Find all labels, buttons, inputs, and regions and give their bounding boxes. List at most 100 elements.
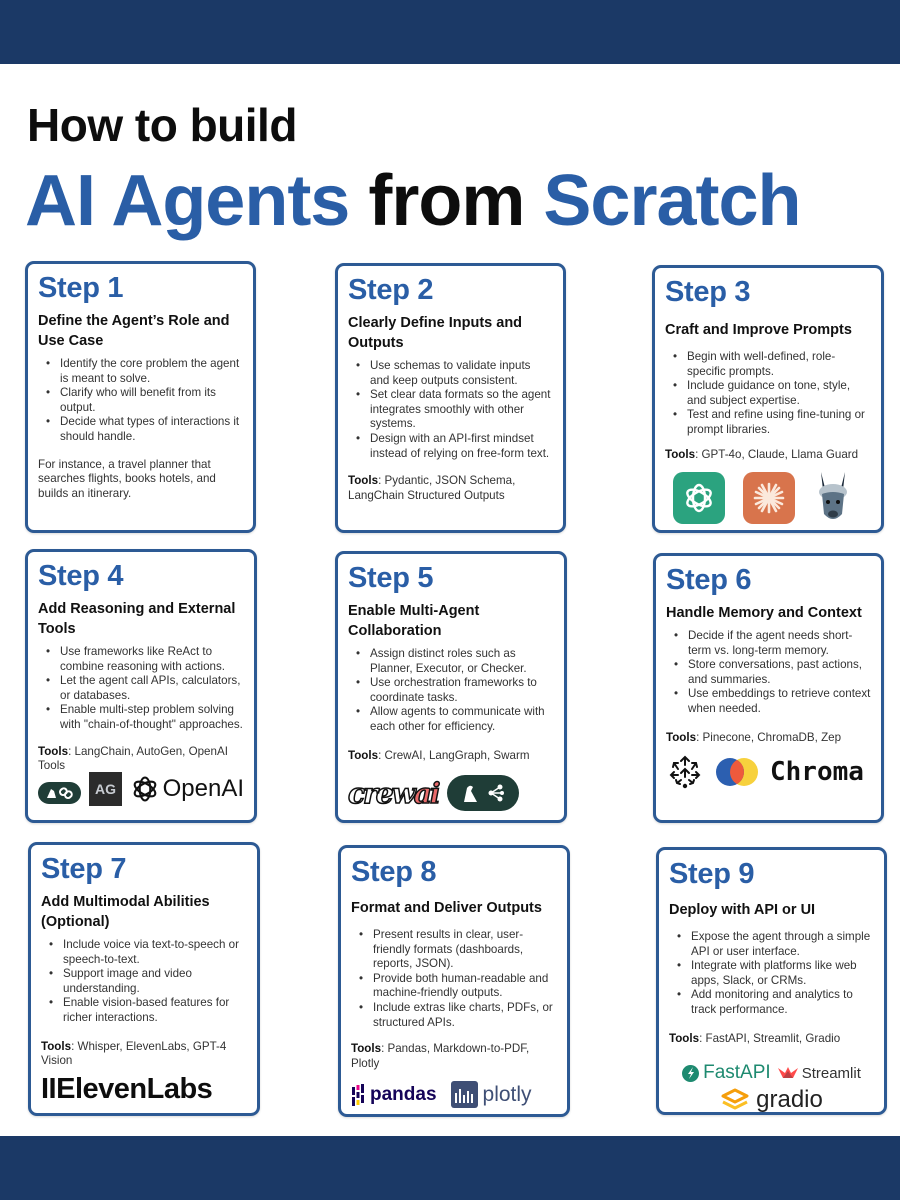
bullet-item: Include extras like charts, PDFs, or str… (357, 1001, 557, 1030)
chroma-wordmark: Chroma (770, 757, 864, 788)
bullet-list: Use frameworks like ReAct to combine rea… (38, 645, 244, 733)
openai-icon (133, 776, 156, 802)
bullet-item: Integrate with platforms like web apps, … (675, 959, 874, 988)
top-banner (0, 0, 900, 64)
bullet-item: Let the agent call APIs, calculators, or… (44, 674, 244, 703)
step-title: Define the Agent’s Role and Use Case (38, 313, 230, 349)
pandas-icon (352, 1083, 364, 1106)
bullet-item: Begin with well-defined, role-specific p… (671, 350, 871, 379)
tool-logos: AG OpenAI (38, 771, 244, 806)
step-title: Add Multimodal Abilities (Optional) (41, 894, 210, 930)
tools-list: : LangChain, AutoGen, OpenAI Tools (38, 744, 228, 773)
bullet-item: Use orchestration frameworks to coordina… (354, 676, 554, 705)
bullet-item: Design with an API-first mindset instead… (354, 432, 553, 461)
tools-line: Tools: FastAPI, Streamlit, Gradio (669, 1032, 874, 1047)
bullet-list: Present results in clear, user-friendly … (351, 928, 557, 1030)
tools-list: : GPT-4o, Claude, Llama Guard (695, 447, 859, 461)
tool-logos: IIElevenLabs (41, 1073, 247, 1106)
tools-line: Tools: Pandas, Markdown-to-PDF, Plotly (351, 1042, 557, 1071)
step-7-card: Step 7 Add Multimodal Abilities (Optiona… (28, 842, 260, 1116)
tools-list: : Whisper, ElevenLabs, GPT-4 Vision (41, 1039, 227, 1068)
bullet-item: Test and refine using fine-tuning or pro… (671, 408, 871, 437)
llama-icon (813, 470, 853, 526)
fastapi-wordmark: FastAPI (703, 1062, 771, 1084)
bullet-item: Store conversations, past actions, and s… (672, 658, 871, 687)
bullet-item: Present results in clear, user-friendly … (357, 928, 557, 972)
step-label: Step 5 (348, 562, 434, 594)
bullet-list: Expose the agent through a simple API or… (669, 930, 874, 1018)
title-line-2: AI Agents from Scratch (25, 160, 802, 242)
pandas-logo: pandas (351, 1083, 437, 1107)
bullet-list: Include voice via text-to-speech or spee… (41, 938, 247, 1026)
title-from: from (368, 161, 525, 241)
streamlit-icon (777, 1067, 798, 1079)
plotly-logo: plotly (450, 1081, 532, 1109)
title-scratch: Scratch (543, 161, 801, 241)
fastapi-icon (682, 1064, 700, 1082)
tools-line: Tools: Pydantic, JSON Schema, LangChain … (348, 474, 553, 503)
step-5-card: Step 5 Enable Multi-Agent Collaboration … (335, 551, 567, 823)
bullet-list: Use schemas to validate inputs and keep … (348, 359, 553, 461)
bullet-item: Set clear data formats so the agent inte… (354, 388, 553, 432)
tools-line: Tools: LangChain, AutoGen, OpenAI Tools (38, 745, 244, 774)
step-title: Craft and Improve Prompts (665, 322, 852, 338)
bullet-item: Assign distinct roles such as Planner, E… (354, 647, 554, 676)
tool-logos (665, 470, 871, 526)
elevenlabs-logo: IIElevenLabs (41, 1072, 213, 1105)
step-title: Deploy with API or UI (669, 902, 816, 918)
pinecone-icon (669, 755, 701, 789)
gradio-wordmark: gradio (756, 1086, 823, 1114)
tool-logos-row-2: gradio (669, 1086, 874, 1114)
tools-label: Tools (665, 447, 696, 461)
bullet-item: Include guidance on tone, style, and sub… (671, 379, 871, 408)
step-label: Step 4 (38, 560, 124, 592)
bullet-item: Identify the core problem the agent is m… (44, 357, 243, 386)
tools-label: Tools (348, 748, 379, 762)
tools-list: : Pandas, Markdown-to-PDF, Plotly (351, 1042, 530, 1070)
langgraph-icon (446, 775, 519, 812)
step-label: Step 2 (348, 274, 434, 306)
bullet-list: Identify the core problem the agent is m… (38, 357, 243, 445)
claude-icon (743, 472, 795, 525)
tools-label: Tools (666, 730, 697, 744)
tools-label: Tools (351, 1042, 382, 1056)
step-9-card: Step 9 Deploy with API or UI Expose the … (656, 847, 887, 1115)
tools-label: Tools (669, 1031, 700, 1045)
tools-list: : Pinecone, ChromaDB, Zep (696, 730, 842, 744)
bullet-item: Allow agents to communicate with each ot… (354, 705, 554, 734)
streamlit-wordmark: Streamlit (801, 1064, 861, 1082)
step-2-card: Step 2 Clearly Define Inputs and Outputs… (335, 263, 566, 533)
step-1-card: Step 1 Define the Agent’s Role and Use C… (25, 261, 256, 533)
step-8-card: Step 8 Format and Deliver Outputs Presen… (338, 845, 570, 1117)
chroma-icon (716, 758, 758, 787)
example-note: For instance, a travel planner that sear… (38, 457, 216, 500)
tools-label: Tools (348, 474, 379, 488)
openai-logo: OpenAI (130, 774, 244, 804)
bullet-item: Expose the agent through a simple API or… (675, 930, 874, 959)
fastapi-logo: FastAPI (682, 1062, 771, 1084)
tools-list: : CrewAI, LangGraph, Swarm (378, 748, 530, 762)
step-6-card: Step 6 Handle Memory and Context Decide … (653, 553, 884, 823)
step-title: Enable Multi-Agent Collaboration (348, 603, 480, 639)
langchain-icon (38, 781, 82, 804)
tools-line: Tools: Pinecone, ChromaDB, Zep (666, 731, 871, 746)
streamlit-logo: Streamlit (777, 1065, 861, 1082)
openai-icon (673, 472, 725, 525)
plotly-wordmark: plotly (482, 1082, 532, 1106)
bullet-item: Decide if the agent needs short-term vs.… (672, 629, 871, 658)
pandas-wordmark: pandas (370, 1083, 437, 1105)
step-label: Step 3 (665, 276, 751, 308)
bullet-list: Begin with well-defined, role-specific p… (665, 350, 871, 438)
tools-line: Tools: GPT-4o, Claude, Llama Guard (665, 448, 871, 463)
step-label: Step 1 (38, 272, 124, 304)
bullet-item: Provide both human-readable and machine-… (357, 972, 557, 1001)
bullet-item: Decide what types of interactions it sho… (44, 415, 243, 444)
bullet-item: Use schemas to validate inputs and keep … (354, 359, 553, 388)
bullet-item: Enable multi-step problem solving with "… (44, 703, 244, 732)
tool-logos: Chroma (666, 753, 871, 791)
bullet-item: Clarify who will benefit from its output… (44, 386, 243, 415)
tool-logos: pandas plotly (351, 1081, 557, 1109)
bullet-item: Use embeddings to retrieve context when … (672, 687, 871, 716)
bullet-item: Support image and video understanding. (47, 967, 247, 996)
step-title: Clearly Define Inputs and Outputs (348, 315, 523, 351)
